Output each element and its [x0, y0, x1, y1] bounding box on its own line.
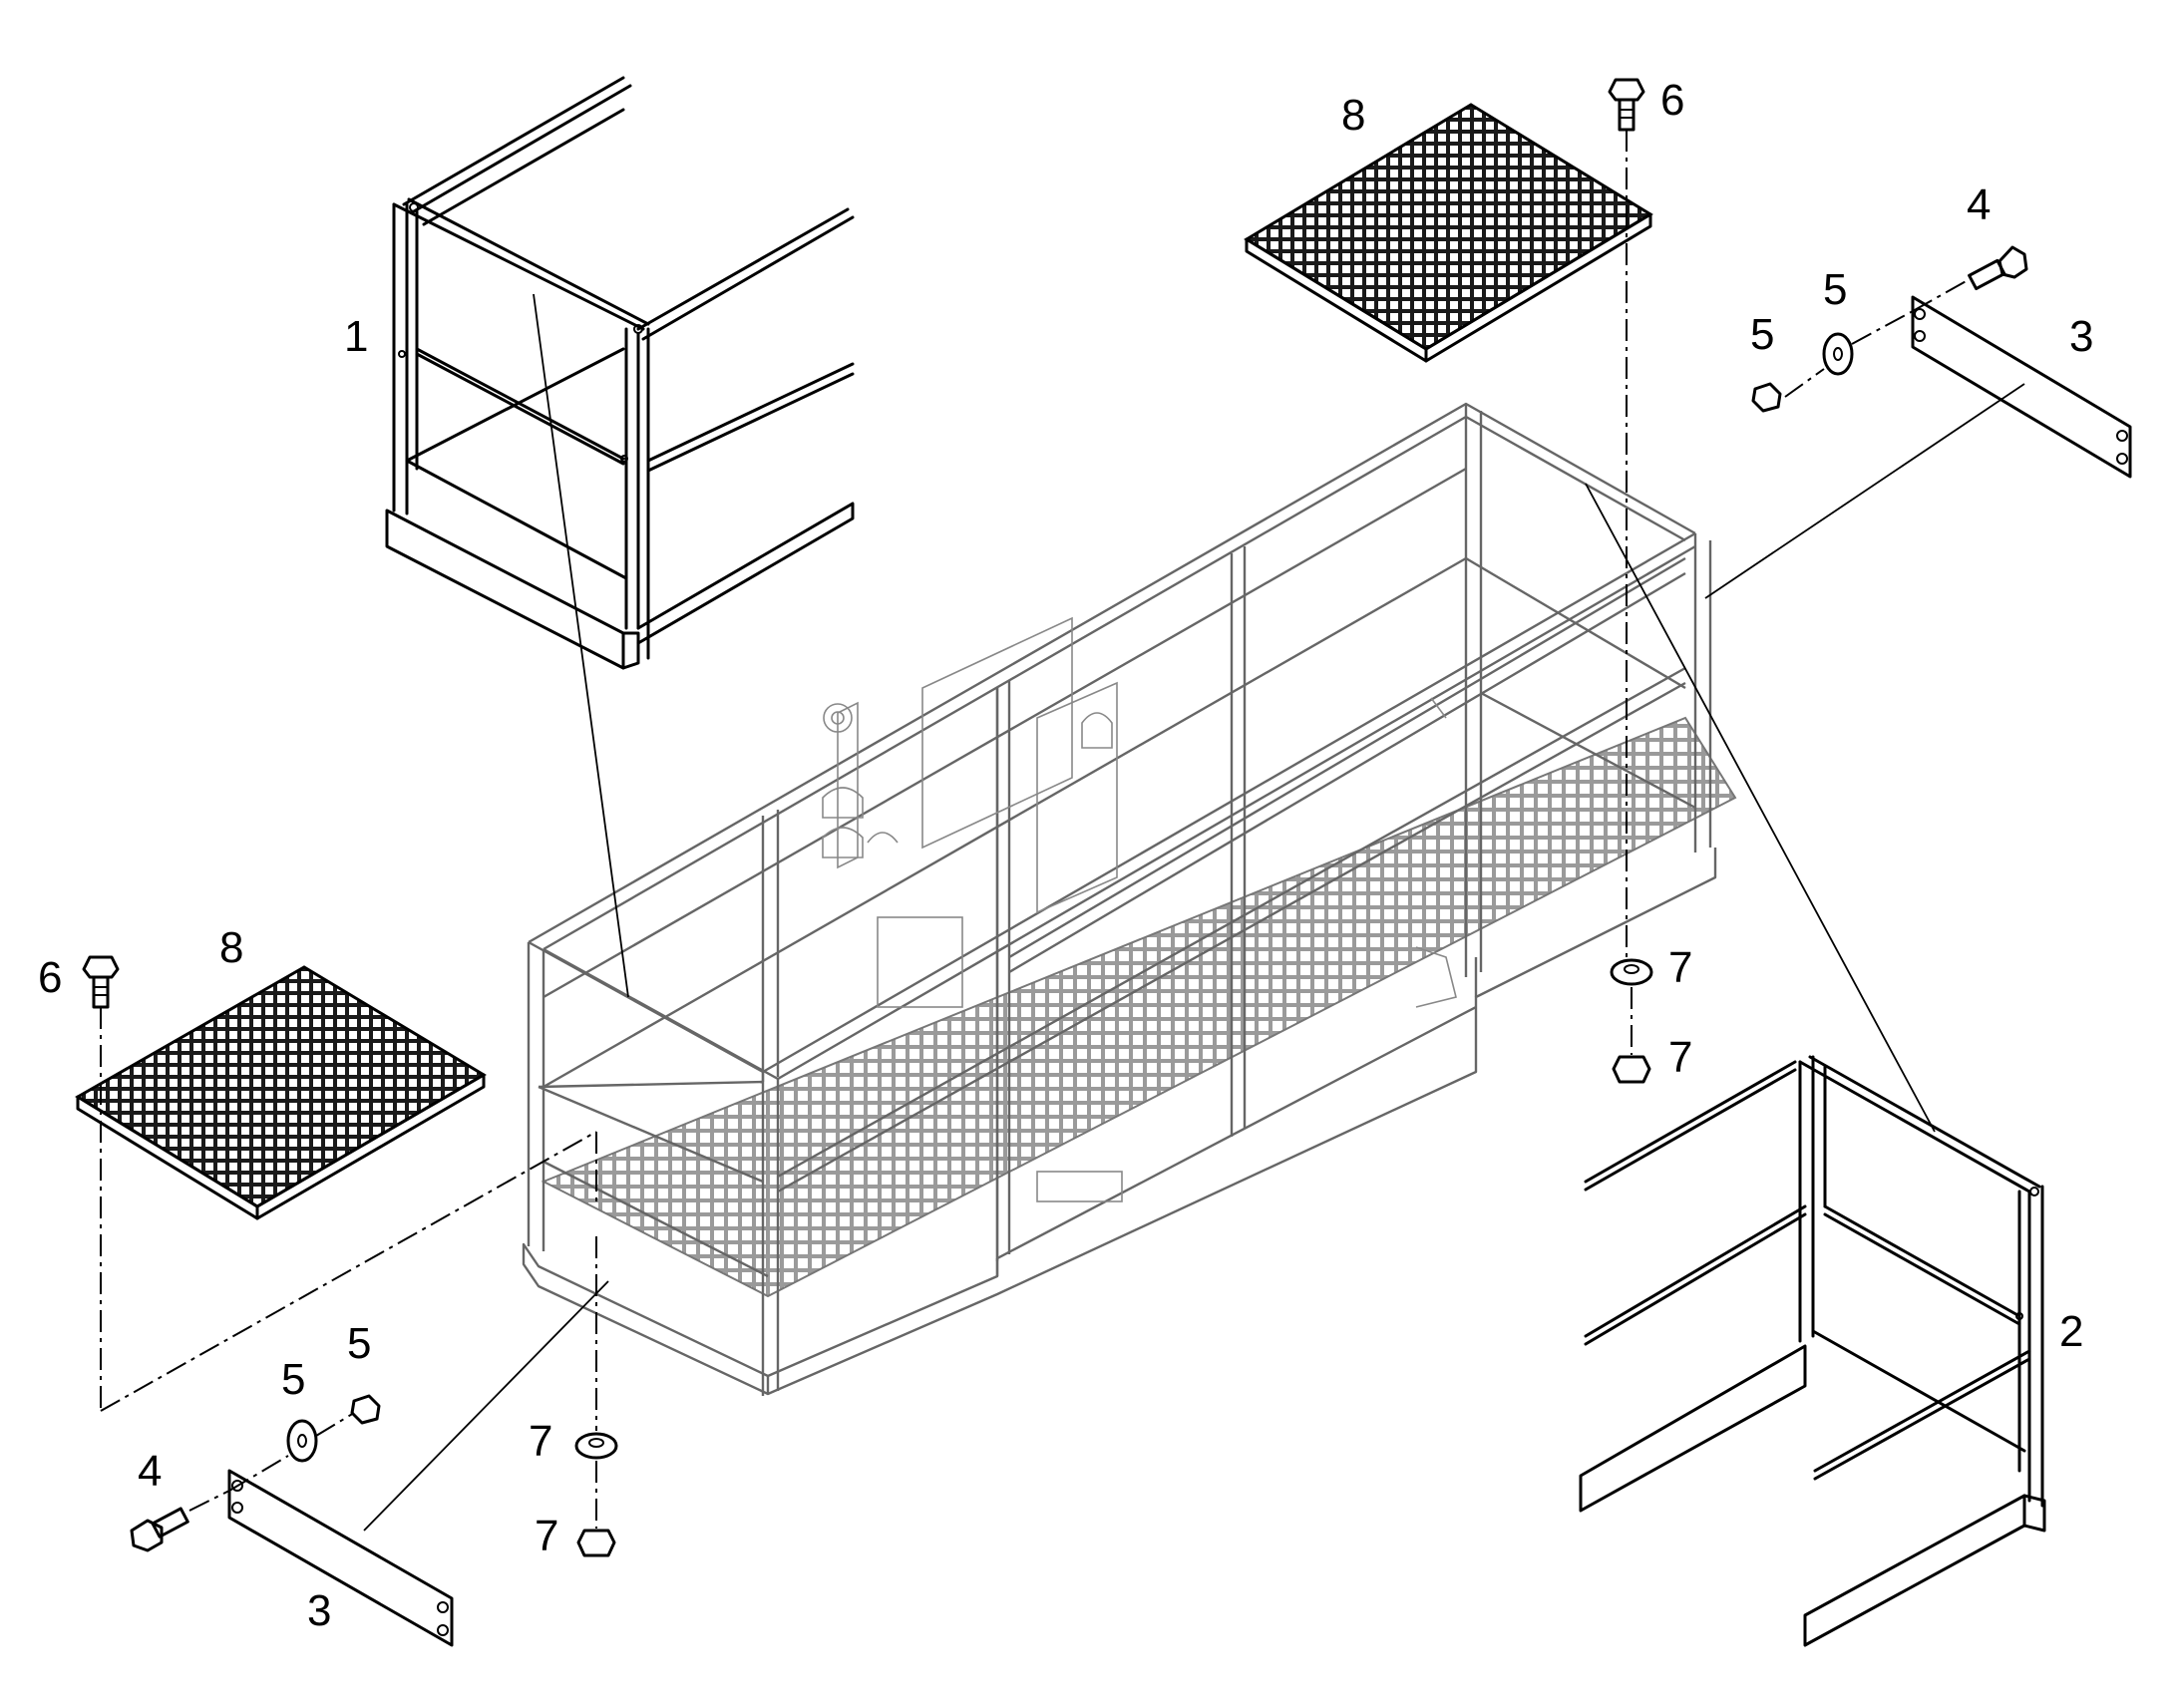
- grating-panel-left: [75, 965, 487, 1220]
- bolt-4-left: [130, 1507, 189, 1552]
- callout-2: 2: [2059, 1307, 2083, 1356]
- centerlines: [100, 130, 1971, 1529]
- callout-5-left-a: 5: [281, 1355, 305, 1404]
- washer-5-right: [1822, 332, 1854, 376]
- callout-7-right-a: 7: [1668, 943, 1692, 992]
- washer-7-right: [1610, 958, 1653, 986]
- callout-5-right-a: 5: [1823, 265, 1847, 314]
- callout-7-left-b: 7: [535, 1512, 558, 1560]
- toe-plate-right: [1911, 295, 2132, 479]
- callout-6-left: 6: [38, 953, 62, 1002]
- callout-1: 1: [344, 312, 368, 361]
- callout-4-left: 4: [138, 1447, 162, 1496]
- callout-5-right-b: 5: [1750, 310, 1774, 359]
- callout-7-right-b: 7: [1668, 1033, 1692, 1082]
- callout-3-left: 3: [307, 1586, 331, 1635]
- callout-5-left-b: 5: [347, 1319, 371, 1368]
- grating-panel-right: [1244, 103, 1653, 363]
- callout-6-right: 6: [1660, 76, 1684, 125]
- washer-7-left: [574, 1432, 618, 1460]
- callout-labels: 1 2 3 3 4 4 5 5 5 5 6 6 7 7 7 7 8 8: [38, 76, 2093, 1635]
- bolt-6-left: [82, 955, 120, 1009]
- bolt-6-right: [1608, 78, 1645, 132]
- platform-basket: [522, 402, 1737, 1396]
- end-railing-frame-2: [1579, 1055, 2046, 1647]
- end-railing-frame-1: [385, 76, 855, 670]
- bolt-4-right: [1968, 245, 2028, 291]
- callout-8-left: 8: [219, 923, 243, 972]
- nut-7-right: [1612, 1055, 1651, 1084]
- toe-plate-left: [227, 1469, 454, 1647]
- callout-4-right: 4: [1967, 180, 1991, 229]
- callout-8-right: 8: [1341, 91, 1365, 140]
- callout-3-right: 3: [2069, 312, 2093, 361]
- nut-5-right: [1751, 382, 1782, 413]
- nut-7-left: [576, 1529, 616, 1557]
- callout-7-left-a: 7: [529, 1417, 552, 1466]
- washer-5-left: [286, 1419, 318, 1463]
- nut-5-left: [350, 1394, 381, 1425]
- leader-lines: [363, 293, 2025, 1532]
